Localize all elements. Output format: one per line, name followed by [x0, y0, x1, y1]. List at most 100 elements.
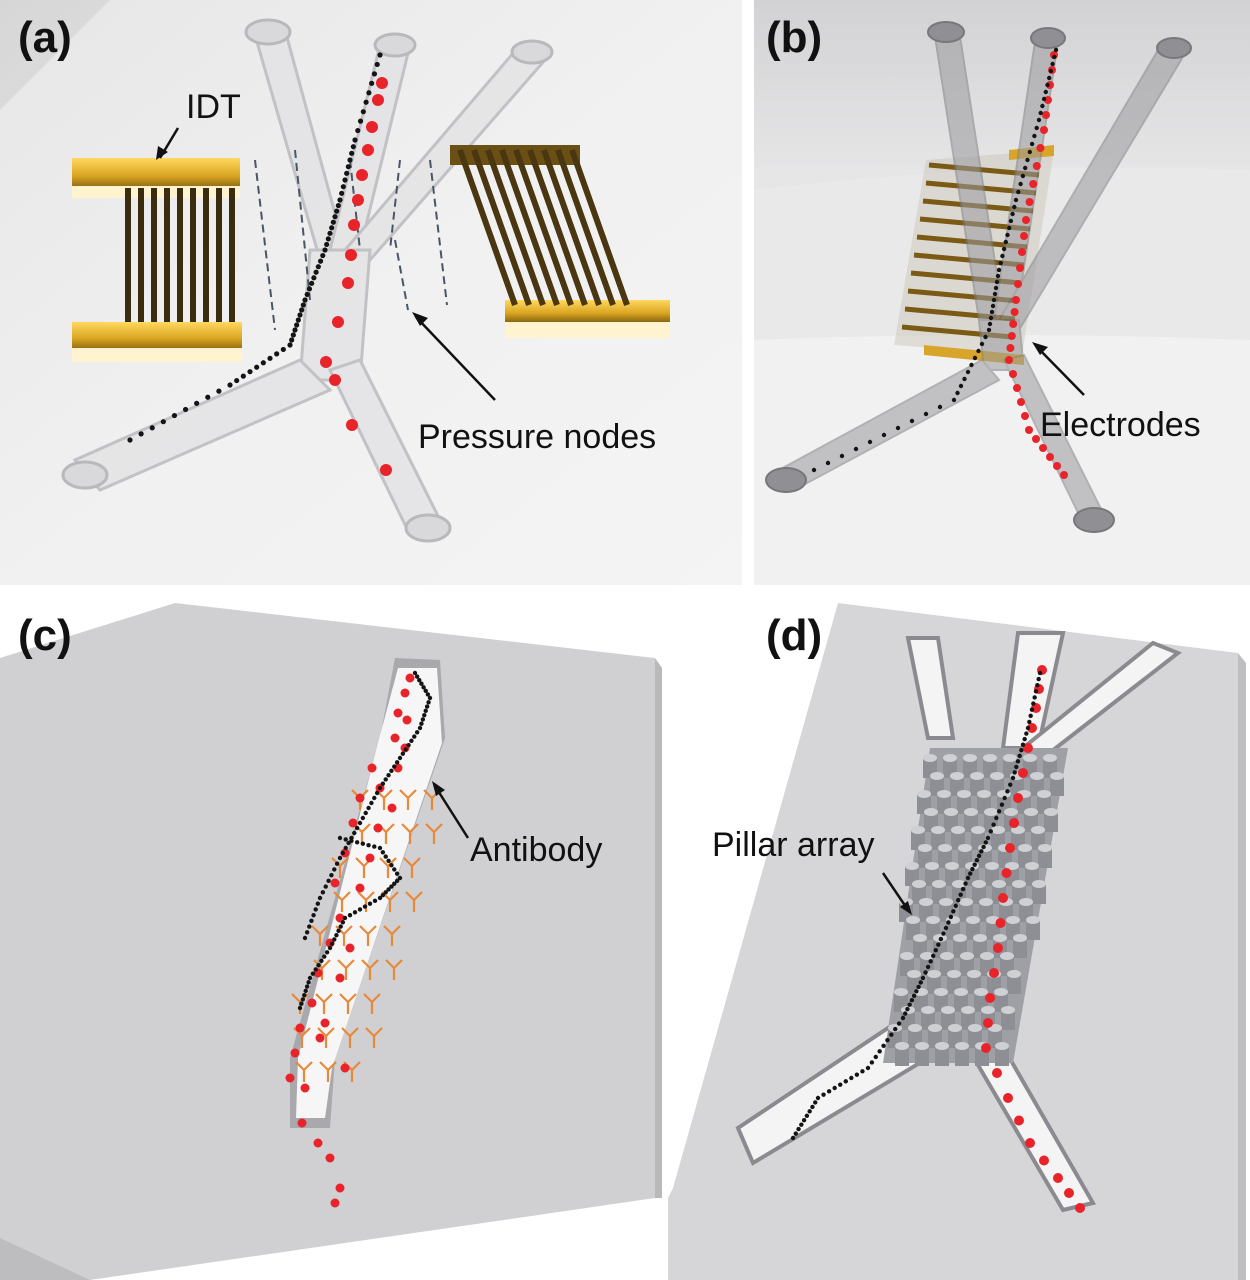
black-particle [796, 1126, 801, 1132]
black-particle [889, 1032, 894, 1037]
black-particle [1020, 742, 1026, 747]
black-particle [900, 1015, 906, 1021]
red-particle [356, 169, 368, 181]
pillar-top [1000, 952, 1014, 960]
black-particle [881, 1043, 886, 1048]
red-particle [1042, 111, 1050, 119]
pillar-top [917, 790, 931, 798]
red-particle [1013, 793, 1023, 803]
black-particle [424, 704, 430, 709]
antibody-icon [361, 959, 379, 980]
red-particle [1032, 435, 1040, 443]
black-particle [343, 845, 348, 851]
black-particle [979, 849, 984, 854]
black-particle [958, 892, 963, 897]
black-particle [138, 431, 144, 437]
red-particle [1075, 1203, 1085, 1213]
red-particle [1053, 462, 1061, 470]
black-particle [306, 286, 313, 292]
black-particle [386, 772, 391, 778]
black-particle [302, 992, 307, 998]
black-particle [362, 904, 368, 909]
red-particle [1018, 248, 1026, 256]
black-particle [989, 309, 995, 315]
pillar-top [940, 952, 954, 960]
pillar-array-arrow [881, 872, 912, 915]
black-particle [313, 907, 318, 912]
red-particle [1016, 264, 1024, 272]
black-particle [993, 285, 999, 291]
black-particle [194, 400, 200, 406]
black-particle [988, 315, 994, 321]
black-particle [414, 674, 420, 679]
red-particle [300, 1083, 310, 1093]
pillar-top [1026, 916, 1040, 924]
black-particle [801, 1118, 807, 1123]
black-particle [394, 760, 400, 765]
black-particle [406, 742, 411, 748]
pillar-top [927, 970, 941, 978]
black-particle [804, 1113, 810, 1118]
pillar-top [1003, 754, 1017, 762]
black-particle [371, 71, 378, 77]
black-particle [392, 764, 397, 769]
black-particle [349, 150, 355, 156]
black-particle [367, 901, 373, 906]
red-particle [995, 918, 1006, 928]
pillar-top [950, 772, 964, 780]
pillar-top [921, 1006, 935, 1014]
red-particle [335, 973, 345, 983]
pillar [1038, 848, 1052, 868]
red-particle [1010, 308, 1019, 316]
black-particle [988, 829, 993, 834]
pillar-top [991, 826, 1005, 834]
black-particle [302, 935, 308, 941]
black-particle [911, 993, 917, 998]
red-particle [290, 1048, 300, 1058]
black-particle [380, 781, 386, 786]
black-particle [344, 170, 350, 176]
black-particle [1005, 789, 1010, 794]
red-particle [993, 943, 1003, 953]
black-particle [292, 327, 298, 333]
black-particle [340, 850, 346, 856]
black-particle [227, 382, 233, 388]
black-particle [386, 887, 391, 892]
black-particle [409, 738, 414, 744]
pillar-top [948, 1024, 962, 1032]
black-particle [427, 695, 433, 701]
black-particle [1036, 117, 1042, 123]
red-particle [342, 277, 354, 289]
black-particle [423, 688, 428, 694]
pillar-top [900, 952, 914, 960]
black-particle [1031, 701, 1036, 706]
black-particle [369, 80, 375, 86]
red-particle [1007, 332, 1016, 340]
red-particle [1017, 398, 1025, 406]
black-particle [274, 351, 280, 357]
pillar-top [943, 754, 957, 762]
black-particle [972, 355, 978, 361]
pillar-top [924, 808, 938, 816]
antibody-icon [311, 925, 329, 946]
black-particle [389, 862, 394, 868]
panel-a-illustration [0, 0, 742, 585]
pillar-top [993, 934, 1007, 942]
black-particle [377, 52, 383, 58]
electrodes-arrow [1032, 342, 1085, 396]
black-particle [315, 264, 321, 270]
black-particle [299, 1001, 304, 1006]
pillar-top [1019, 898, 1033, 906]
black-particle [905, 1006, 910, 1012]
antibody-icon [359, 925, 377, 946]
red-particle [348, 818, 358, 828]
black-particle [1041, 96, 1047, 102]
black-particle [372, 898, 378, 904]
black-particle [419, 721, 424, 726]
black-particle [838, 1082, 843, 1087]
channel-network [735, 631, 1182, 1213]
pillar-top [926, 916, 940, 924]
pillar-top [985, 862, 999, 870]
black-particle [914, 989, 919, 994]
red-particle [345, 943, 355, 953]
